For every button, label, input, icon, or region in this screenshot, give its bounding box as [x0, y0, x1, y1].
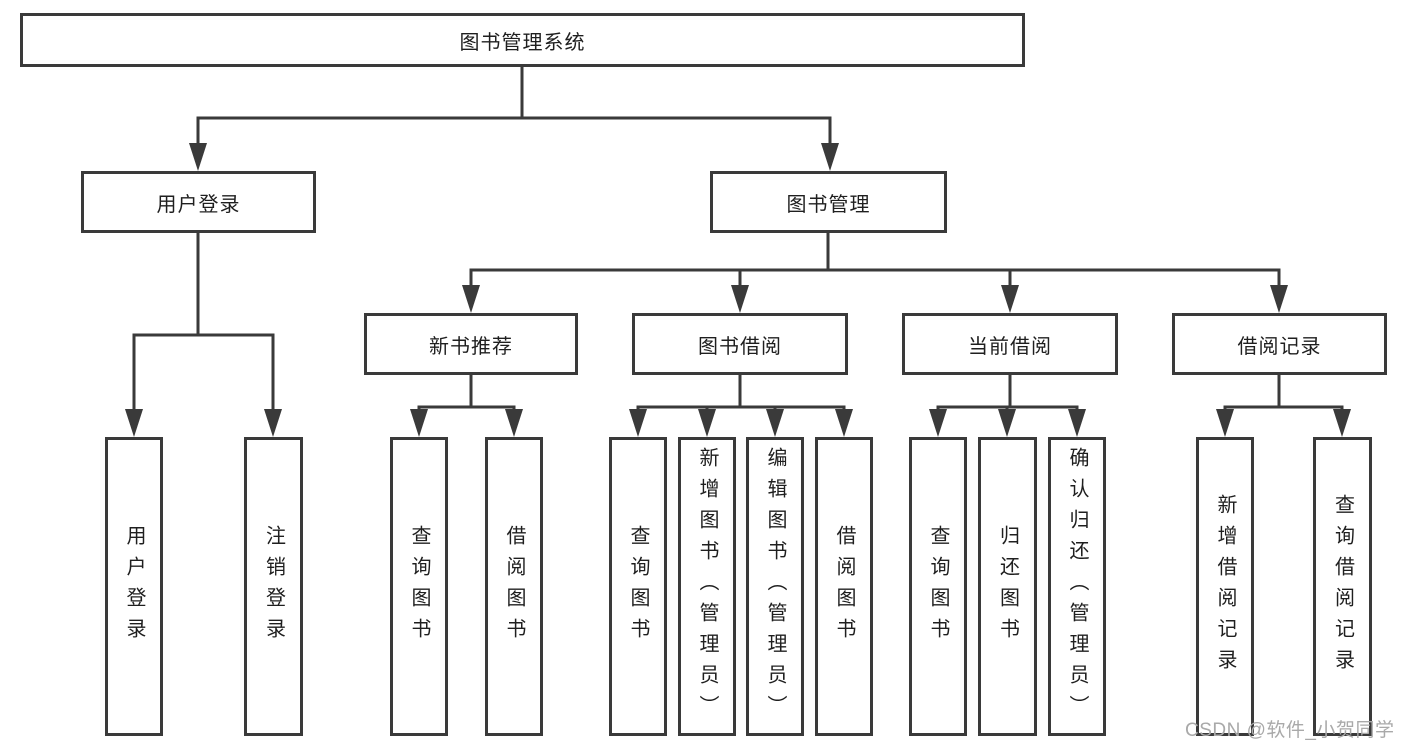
leaf-query-book-2: 查询图书	[609, 437, 667, 736]
node-new-book-recommend: 新书推荐	[364, 313, 578, 375]
leaf-label: 新增借阅记录	[1214, 493, 1236, 680]
connector-current-borrow-branch	[929, 375, 1086, 437]
connector-book-mgmt-to-level3	[462, 233, 1288, 313]
node-book-management: 图书管理	[710, 171, 947, 233]
node-book-borrow: 图书借阅	[632, 313, 848, 375]
connector-book-borrow-branch	[629, 375, 853, 437]
leaf-return-book: 归还图书	[978, 437, 1037, 736]
leaf-query-book-1: 查询图书	[390, 437, 448, 736]
leaf-confirm-return-admin: 确认归还（管理员）	[1048, 437, 1106, 736]
leaf-logout: 注销登录	[244, 437, 303, 736]
leaf-label: 借阅图书	[833, 524, 855, 649]
node-library-system: 图书管理系统	[20, 13, 1025, 67]
leaf-query-book-3: 查询图书	[909, 437, 967, 736]
leaf-label: 查询图书	[408, 524, 430, 649]
leaf-add-borrow-record: 新增借阅记录	[1196, 437, 1254, 736]
leaf-add-book-admin: 新增图书（管理员）	[678, 437, 736, 736]
leaf-label: 新增图书（管理员）	[696, 447, 718, 726]
leaf-query-borrow-record: 查询借阅记录	[1313, 437, 1372, 736]
connector-new-book-branch	[410, 375, 523, 437]
node-current-borrow: 当前借阅	[902, 313, 1118, 375]
leaf-label: 用户登录	[123, 524, 145, 649]
node-user-login: 用户登录	[81, 171, 316, 233]
watermark: CSDN @软件_小贺同学	[1185, 720, 1395, 741]
node-borrow-record: 借阅记录	[1172, 313, 1387, 375]
leaf-edit-book-admin: 编辑图书（管理员）	[746, 437, 804, 736]
connector-borrow-record-branch	[1216, 375, 1351, 437]
leaf-borrow-book-2: 借阅图书	[815, 437, 873, 736]
leaf-label: 查询借阅记录	[1331, 493, 1354, 680]
connector-user-login-branch	[125, 233, 282, 437]
leaf-label: 借阅图书	[503, 524, 525, 649]
connector-root-to-level2	[189, 67, 839, 171]
leaf-label: 查询图书	[627, 524, 649, 649]
leaf-user-login: 用户登录	[105, 437, 163, 736]
leaf-label: 注销登录	[262, 524, 285, 649]
leaf-label: 归还图书	[996, 524, 1019, 649]
leaf-label: 查询图书	[927, 524, 949, 649]
leaf-label: 编辑图书（管理员）	[764, 447, 786, 726]
leaf-borrow-book-1: 借阅图书	[485, 437, 543, 736]
leaf-label: 确认归还（管理员）	[1066, 447, 1088, 726]
